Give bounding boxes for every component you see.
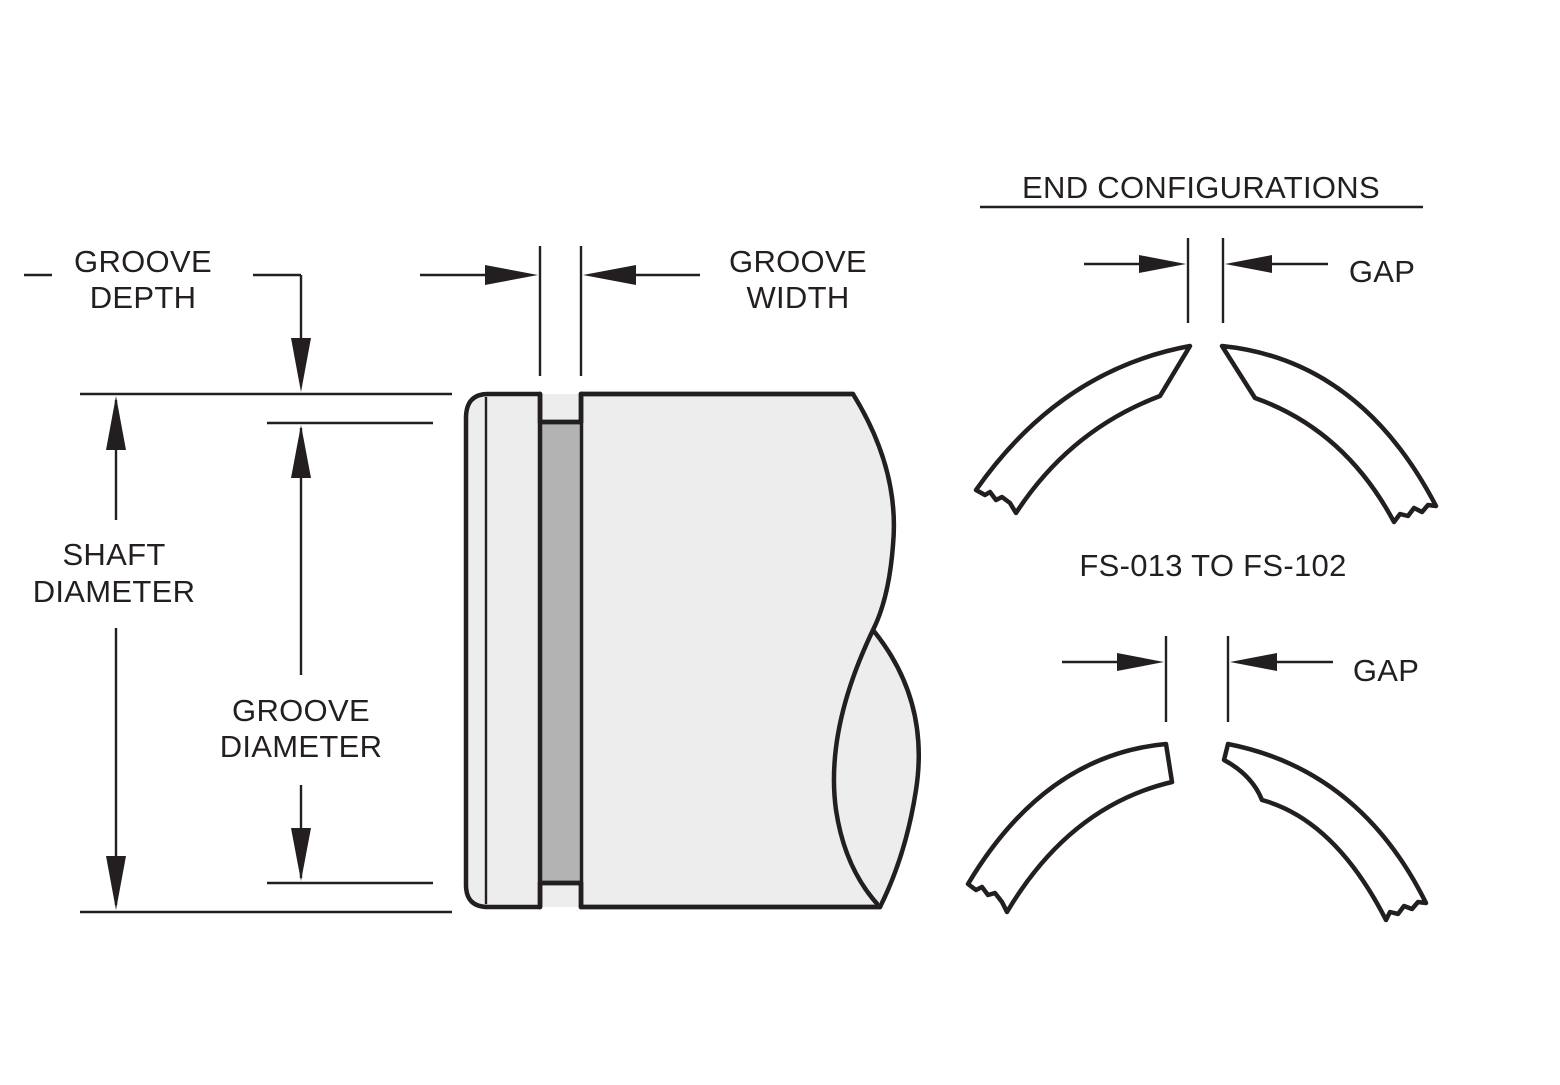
shaft-break-curve bbox=[831, 627, 883, 910]
groove-band bbox=[538, 420, 583, 885]
shaft-diameter-arrow-down bbox=[106, 856, 126, 910]
groove-diameter-label-line2: DIAMETER bbox=[220, 729, 383, 764]
shaft-diameter-label-line1: SHAFT bbox=[62, 537, 165, 572]
ring-end-angled-left bbox=[973, 343, 1193, 516]
shaft-diameter-arrow-up bbox=[106, 396, 126, 450]
groove-width-arrow-left bbox=[485, 265, 538, 285]
groove-depth-label-line1: GROOVE bbox=[74, 244, 212, 279]
ring-end-square-right bbox=[1221, 741, 1429, 923]
shaft bbox=[463, 391, 921, 910]
diameter-dimensions bbox=[24, 273, 452, 914]
groove-diameter-arrow-down bbox=[291, 828, 311, 881]
end-configurations-title: END CONFIGURATIONS bbox=[1022, 170, 1380, 205]
groove-width-dimension bbox=[420, 246, 700, 376]
shaft-diameter-label-line2: DIAMETER bbox=[33, 574, 196, 609]
gap-dimension-top bbox=[1084, 238, 1328, 323]
shaft-end-cap bbox=[463, 391, 543, 910]
ring-end-square-left bbox=[965, 741, 1175, 915]
groove-depth-label-line2: DEPTH bbox=[90, 280, 197, 315]
gap-label-bottom: GAP bbox=[1353, 653, 1419, 688]
groove-depth-arrow bbox=[291, 338, 311, 392]
groove-width-label-line2: WIDTH bbox=[746, 280, 849, 315]
ring-end-angled-right bbox=[1219, 343, 1439, 525]
range-label: FS-013 TO FS-102 bbox=[1079, 548, 1346, 583]
groove-diameter-arrow-up bbox=[291, 425, 311, 478]
groove-width-arrow-right bbox=[583, 265, 636, 285]
gap-dimension-bottom bbox=[1062, 636, 1333, 722]
groove-width-label-line1: GROOVE bbox=[729, 244, 867, 279]
gap-label-top: GAP bbox=[1349, 254, 1415, 289]
groove-diameter-label-line1: GROOVE bbox=[232, 693, 370, 728]
